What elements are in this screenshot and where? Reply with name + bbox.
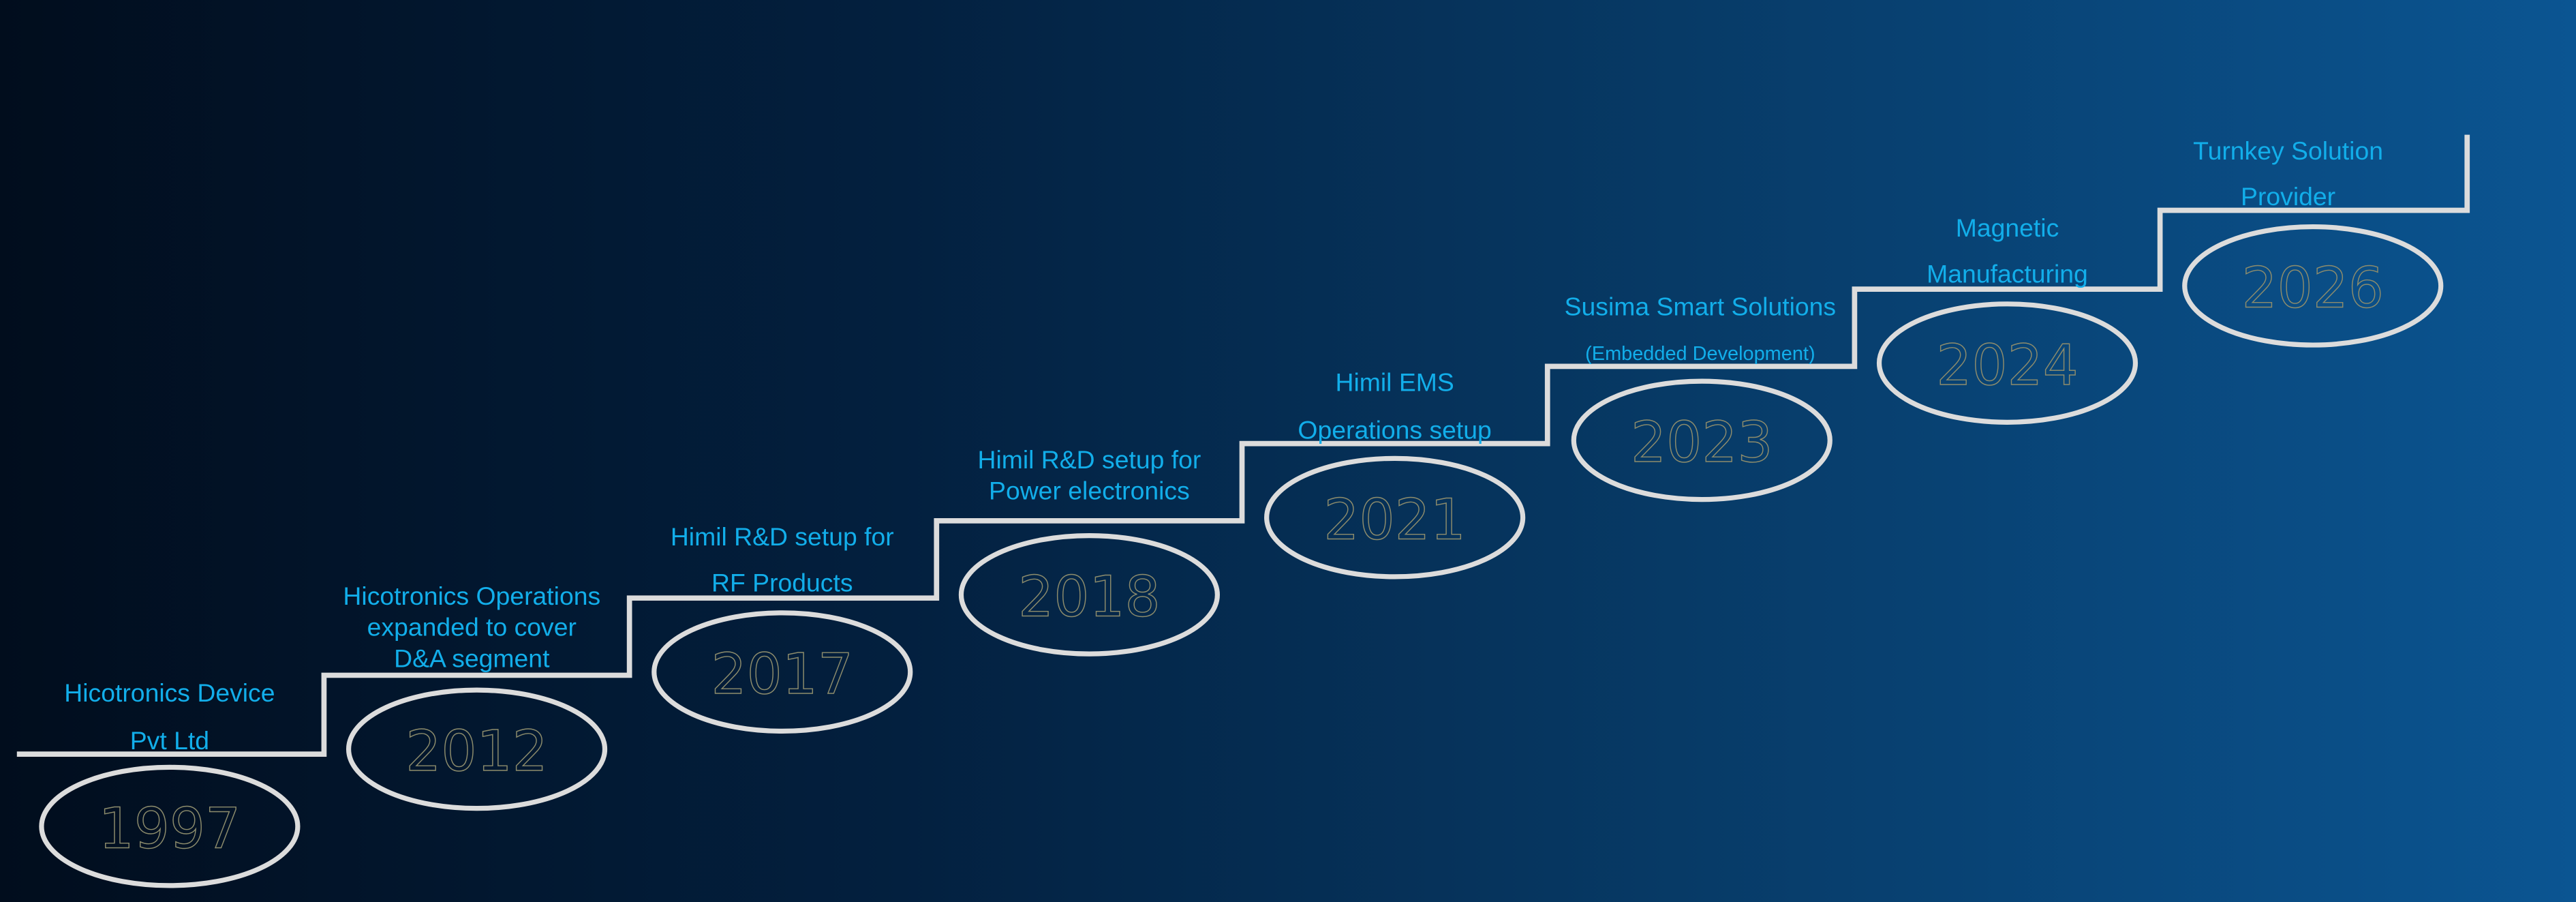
year-ellipse xyxy=(346,687,608,811)
milestone-2018: Himil R&D setup for Power electronics 20… xyxy=(958,445,1220,657)
milestone-label-line: RF Products xyxy=(711,569,853,597)
year-label: 1997 xyxy=(99,796,241,861)
staircase-line xyxy=(16,134,2470,757)
milestone-label-line: expanded to cover xyxy=(367,613,577,642)
year-ellipse xyxy=(958,532,1220,657)
year-label: 2018 xyxy=(1018,565,1160,630)
year-label: 2024 xyxy=(1936,333,2079,398)
year-label: 2017 xyxy=(711,642,854,707)
milestone-label-line: (Embedded Development) xyxy=(1585,343,1815,365)
year-ellipse xyxy=(651,610,913,734)
milestone-label-line: Turnkey Solution xyxy=(2193,136,2383,165)
milestone-2023: Susima Smart Solutions (Embedded Develop… xyxy=(1565,292,1837,502)
milestone-label-line: Manufacturing xyxy=(1927,259,2088,288)
year-label: 2021 xyxy=(1323,487,1465,552)
year-ellipse xyxy=(1571,378,1833,502)
milestone-label-line: Himil R&D setup for xyxy=(671,522,894,551)
milestone-2024: Magnetic Manufacturing 2024 xyxy=(1876,213,2138,425)
milestone-label-line: Provider xyxy=(2241,182,2335,211)
milestone-2026: Turnkey Solution Provider 2026 xyxy=(2182,136,2444,348)
year-label: 2023 xyxy=(1631,410,1773,475)
milestone-label-line: Himil R&D setup for xyxy=(977,445,1201,474)
milestone-label-line: Susima Smart Solutions xyxy=(1565,292,1837,321)
milestone-label-line: D&A segment xyxy=(394,644,550,672)
milestone-label-line: Hicotronics Operations xyxy=(343,582,600,610)
year-ellipse xyxy=(2182,224,2444,348)
year-ellipse xyxy=(1876,301,2138,425)
milestone-1997: Hicotronics Device Pvt Ltd 1997 xyxy=(39,678,301,888)
milestone-label-line: Magnetic xyxy=(1956,213,2059,242)
milestone-2012: Hicotronics Operations expanded to cover… xyxy=(343,582,608,811)
year-ellipse xyxy=(1264,455,1526,580)
milestone-label-line: Power electronics xyxy=(989,477,1190,505)
milestone-label-line: Himil EMS xyxy=(1336,368,1454,397)
milestone-label-line: Pvt Ltd xyxy=(130,726,209,755)
milestone-label-line: Operations setup xyxy=(1298,415,1491,444)
year-ellipse xyxy=(39,764,301,888)
milestone-2017: Himil R&D setup for RF Products 2017 xyxy=(651,522,913,734)
year-label: 2012 xyxy=(405,719,548,784)
year-label: 2026 xyxy=(2241,256,2384,321)
milestone-label-line: Hicotronics Device xyxy=(64,678,275,707)
milestone-2021: Himil EMS Operations setup 2021 xyxy=(1264,368,1526,580)
